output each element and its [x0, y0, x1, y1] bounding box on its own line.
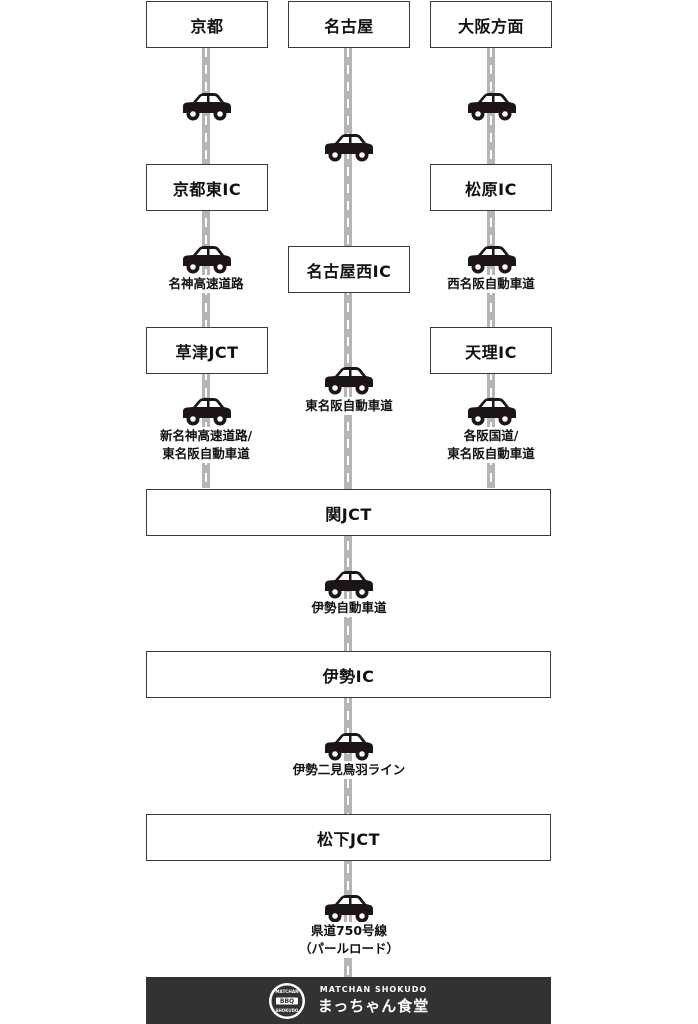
car-icon	[321, 569, 375, 599]
route-label-ise-expressway: 伊勢自動車道	[309, 599, 389, 617]
brand-sub-text: MATCHAN SHOKUDO	[319, 985, 428, 994]
road-osaka	[487, 48, 495, 488]
badge-top-text: MATCHAN	[275, 989, 299, 994]
car-icon	[464, 244, 518, 274]
route-label-nishimeihan: 西名阪自動車道	[445, 275, 537, 293]
node-ise-ic: 伊勢IC	[146, 651, 551, 698]
node-matsubara-ic: 松原IC	[430, 164, 552, 211]
route-label-higashimeihan: 東名阪自動車道	[303, 397, 395, 415]
route-label-line: 各阪国道/	[463, 428, 519, 443]
car-icon	[179, 91, 233, 121]
node-kusatsu-jct: 草津JCT	[146, 327, 268, 374]
footer-brand-bar: MATCHAN BBQ SHOKUDO MATCHAN SHOKUDO まっちゃ…	[146, 977, 551, 1024]
route-label-meishin: 名神高速道路	[166, 275, 246, 293]
car-icon	[464, 396, 518, 426]
car-icon	[321, 731, 375, 761]
node-osaka: 大阪方面	[430, 1, 552, 48]
route-label-shinmeishin: 新名神高速道路/ 東名阪自動車道	[157, 427, 255, 463]
brand-block: MATCHAN SHOKUDO まっちゃん食堂	[318, 985, 429, 1016]
route-label-line: （パールロード）	[298, 941, 400, 956]
car-icon	[321, 365, 375, 395]
badge-bottom-text: SHOKUDO	[275, 1008, 298, 1013]
node-tenri-ic: 天理IC	[430, 327, 552, 374]
route-label-ise-futami-toba: 伊勢二見鳥羽ライン	[290, 761, 408, 779]
route-label-kakuhan: 各阪国道/ 東名阪自動車道	[445, 427, 537, 463]
brand-main-text: まっちゃん食堂	[317, 997, 430, 1015]
badge-mid-text: BBQ	[280, 998, 294, 1005]
node-seki-jct: 関JCT	[146, 489, 551, 536]
route-label-line: 県道750号線	[310, 923, 388, 938]
node-kyoto: 京都	[146, 1, 268, 48]
car-icon	[179, 396, 233, 426]
car-icon	[464, 91, 518, 121]
car-icon	[321, 893, 375, 923]
bbq-badge-icon: MATCHAN BBQ SHOKUDO	[268, 982, 306, 1020]
node-kyoto-higashi-ic: 京都東IC	[146, 164, 268, 211]
route-label-pearl-road: 県道750号線 （パールロード）	[296, 922, 402, 958]
route-label-line: 新名神高速道路/	[159, 428, 253, 443]
node-nagoya-nishi-ic: 名古屋西IC	[288, 246, 410, 293]
node-nagoya: 名古屋	[288, 1, 410, 48]
car-icon	[179, 244, 233, 274]
car-icon	[321, 132, 375, 162]
route-label-line: 東名阪自動車道	[447, 446, 535, 461]
node-matsushita-jct: 松下JCT	[146, 814, 551, 861]
route-label-line: 東名阪自動車道	[162, 446, 250, 461]
road-kyoto	[202, 48, 210, 488]
